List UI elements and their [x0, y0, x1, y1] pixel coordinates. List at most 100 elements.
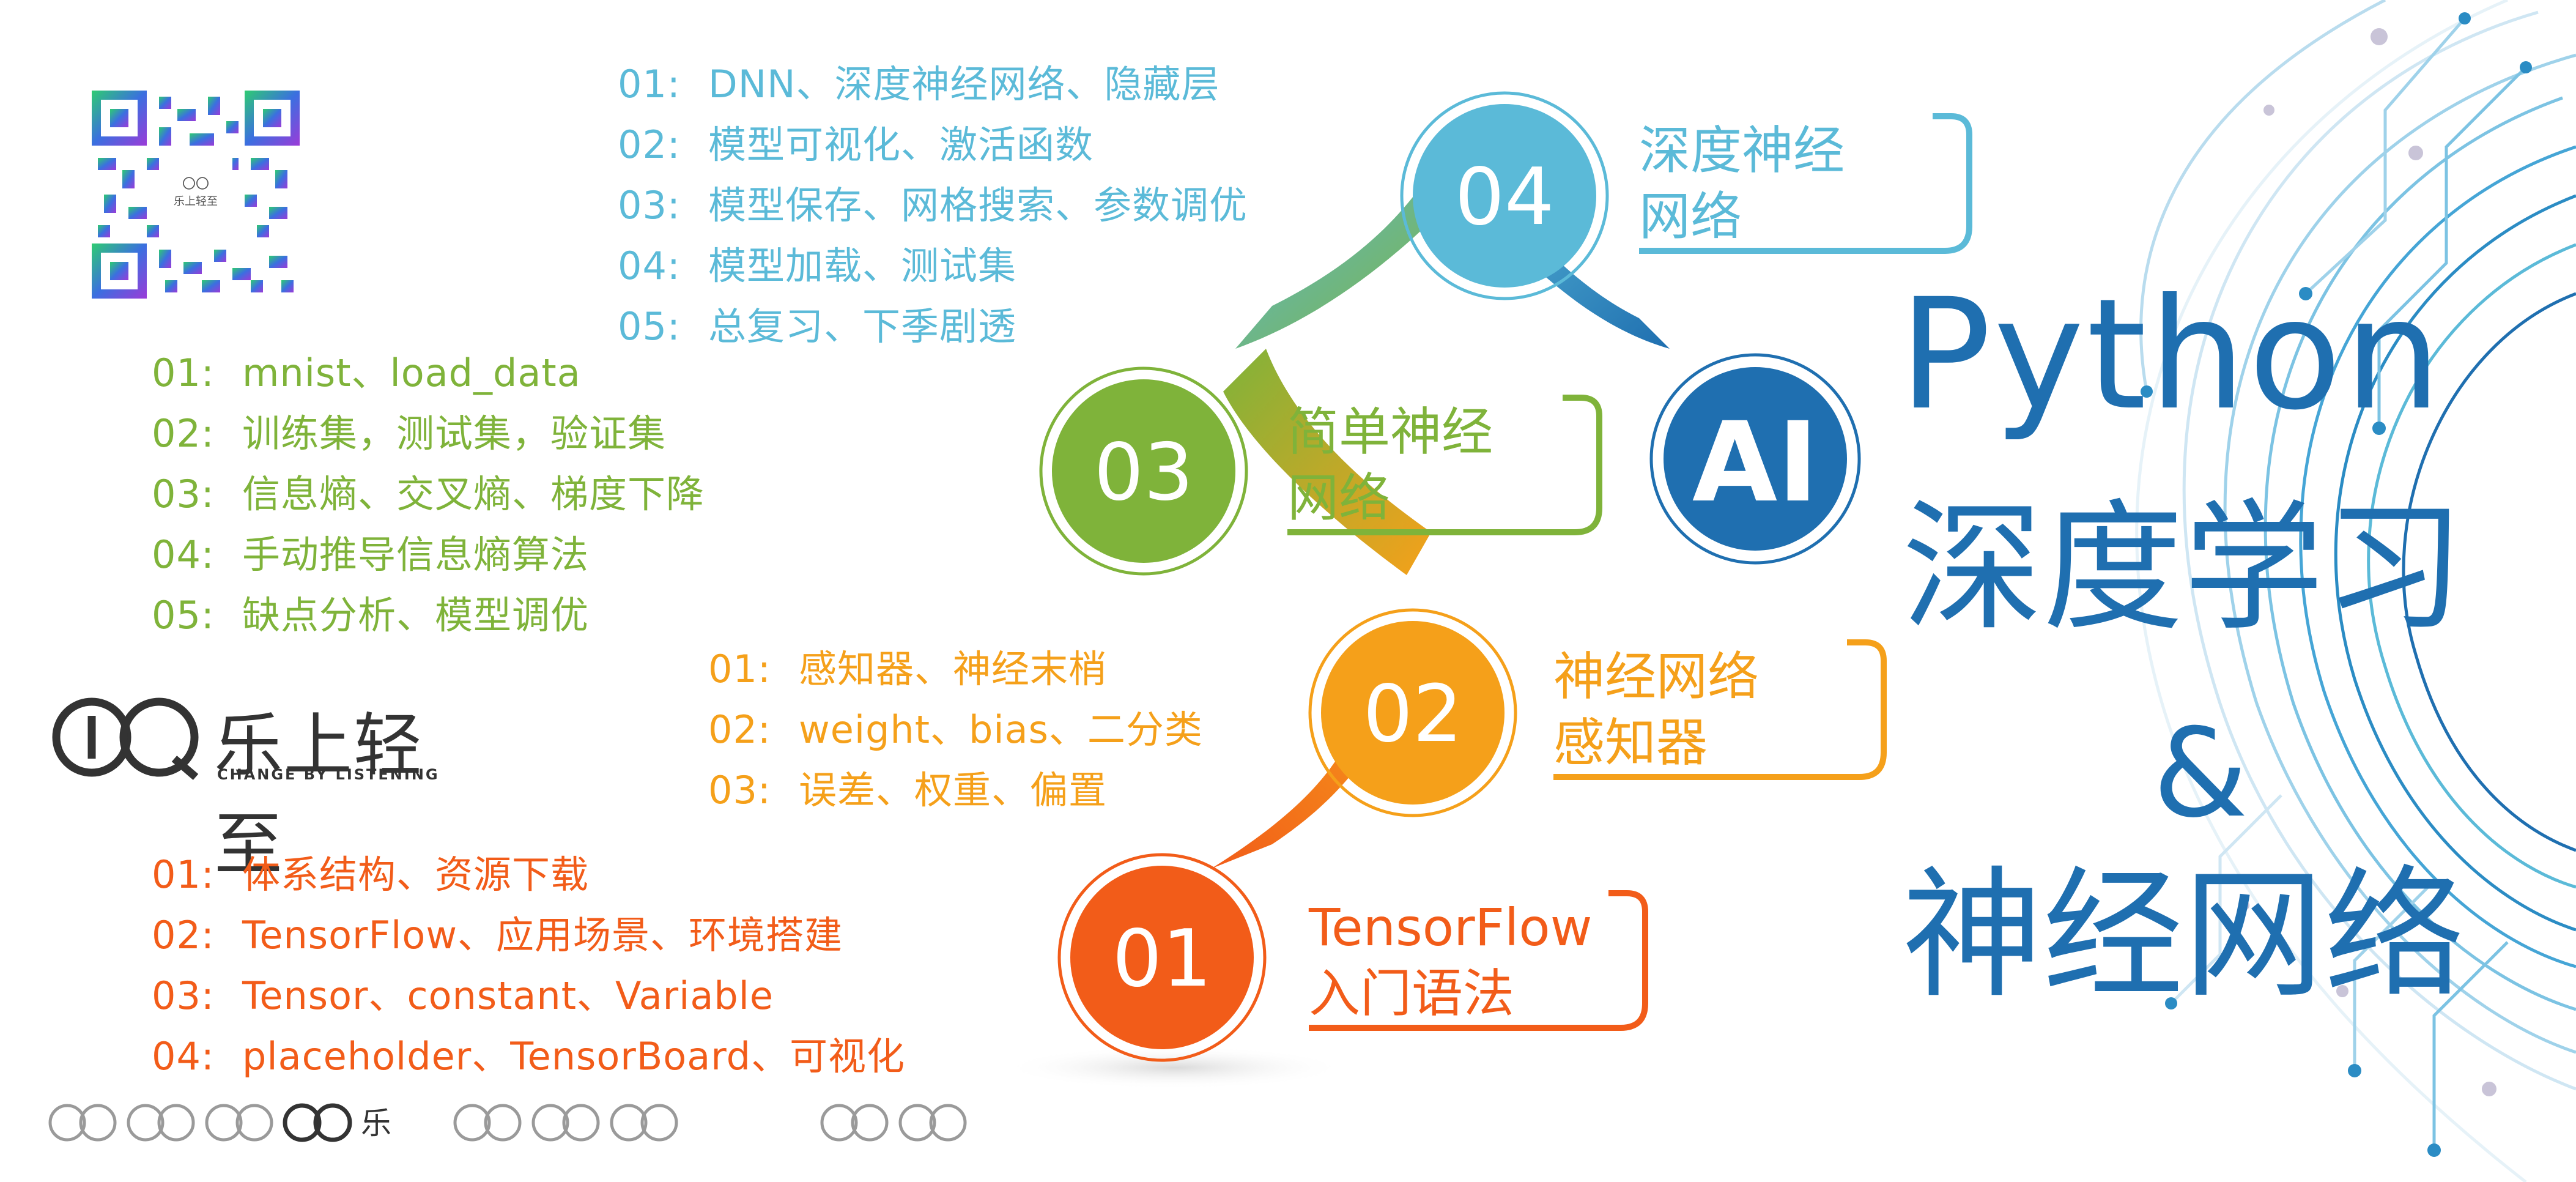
item-number: 02: — [152, 913, 215, 957]
brand-tagline: CHANGE BY LISTENING — [217, 766, 440, 783]
item-text: 感知器、神经末梢 — [799, 647, 1108, 691]
item-text: 体系结构、资源下载 — [242, 852, 590, 897]
item-number: 05: — [618, 304, 681, 349]
node-02-line1: 神经网络 — [1553, 647, 1760, 707]
item-text: 训练集，测试集，验证集 — [242, 411, 667, 456]
item-text: mnist、load_data — [242, 351, 581, 395]
item-number: 01: — [618, 62, 681, 106]
item-number: 03: — [152, 472, 215, 516]
list-item: 01: 感知器、神经末梢 — [708, 639, 1203, 699]
section-02-list: 01: 感知器、神经末梢 02: weight、bias、二分类 03: 误差、权重、… — [708, 639, 1203, 820]
title-neural-network: 神经网络 — [1902, 854, 2465, 1017]
node-04-number: 04 — [1454, 152, 1555, 243]
item-text: TensorFlow、应用场景、环境搭建 — [242, 913, 843, 957]
ai-node: AI — [1645, 349, 1865, 569]
svg-text:乐: 乐 — [361, 1106, 391, 1141]
item-text: 模型可视化、激活函数 — [708, 122, 1094, 167]
node-03-bracket — [1287, 395, 1602, 535]
node-03-number: 03 — [1094, 427, 1194, 518]
node-02-bracket — [1553, 639, 1887, 780]
item-number: 03: — [708, 768, 771, 812]
list-item: 04: placeholder、TensorBoard、可视化 — [152, 1026, 905, 1087]
item-number: 01: — [708, 647, 771, 691]
list-item: 02:模型可视化、激活函数 — [618, 114, 1248, 175]
title-ampersand: & — [2153, 702, 2248, 845]
item-number: 03: — [618, 183, 681, 228]
node-01-label: TensorFlow 入门语法 — [1290, 887, 1657, 1034]
item-number: 02: — [152, 411, 215, 456]
qr-center-text: 乐上轻至 — [174, 195, 218, 208]
node-04-line2: 网络 — [1639, 187, 1742, 247]
item-text: Tensor、constant、Variable — [242, 973, 774, 1018]
list-item: 02: weight、bias、二分类 — [708, 699, 1203, 760]
node-01-line2: 入门语法 — [1309, 964, 1515, 1024]
title-deep-learning: 深度学习 — [1902, 487, 2465, 650]
item-number: 01: — [152, 351, 215, 395]
node-01-number: 01 — [1112, 913, 1212, 1005]
node-01: 01 — [1052, 847, 1272, 1068]
node-04-ring — [1400, 91, 1609, 300]
title-python: Python — [1899, 266, 2444, 444]
qr-code-image — [92, 91, 300, 299]
node-03-line1: 简单神经 — [1287, 402, 1493, 462]
node-04-bracket — [1639, 113, 1972, 254]
node-02-number: 02 — [1363, 669, 1463, 760]
list-item: 01: 体系结构、资源下载 — [152, 844, 905, 905]
node-04-line1: 深度神经 — [1639, 121, 1845, 180]
item-number: 04: — [618, 243, 681, 288]
node-04: 04 — [1394, 86, 1615, 306]
ai-node-text: AI — [1692, 399, 1819, 527]
node-02-ring — [1308, 608, 1517, 817]
list-item: 03: 误差、权重、偏置 — [708, 760, 1203, 820]
brand-name: 乐上轻至 — [214, 706, 423, 885]
brand-logo: 乐上轻至 CHANGE BY LISTENING — [49, 685, 477, 885]
list-item: 05: 总复习、下季剧透 — [618, 296, 1248, 357]
node-01-ring — [1057, 853, 1267, 1062]
node-02: 02 — [1303, 603, 1523, 823]
node-03-label: 简单神经 网络 — [1269, 392, 1612, 538]
list-item: 02: TensorFlow、应用场景、环境搭建 — [152, 905, 905, 965]
node-03-line2: 网络 — [1287, 468, 1391, 528]
list-item: 05: 缺点分析、模型调优 — [152, 585, 705, 645]
qr-code: 〇〇 乐上轻至 — [92, 91, 300, 299]
list-item: 03: 信息熵、交叉熵、梯度下降 — [152, 464, 705, 524]
ring-decoration: 乐 — [48, 1103, 967, 1142]
node-02-line2: 感知器 — [1553, 713, 1708, 773]
node-01-bracket — [1309, 890, 1648, 1031]
item-number: 01: — [152, 852, 215, 897]
list-item: 01: DNN、深度神经网络、隐藏层 — [618, 54, 1248, 114]
node-03: 03 — [1034, 361, 1254, 581]
list-item: 02: 训练集，测试集，验证集 — [152, 403, 705, 464]
node-03-ring — [1039, 366, 1248, 576]
item-number: 04: — [152, 532, 215, 577]
node-01-line1: TensorFlow — [1309, 898, 1593, 957]
list-item: 04: 模型加载、测试集 — [618, 236, 1248, 296]
circuit-background — [2135, 0, 2576, 1182]
item-text: 信息熵、交叉熵、梯度下降 — [242, 472, 705, 516]
node-04-label: 深度神经 网络 — [1621, 110, 1982, 257]
list-item: 03: 模型保存、网格搜索、参数调优 — [618, 175, 1248, 236]
list-item: 03: Tensor、constant、Variable — [152, 965, 905, 1026]
brand-mark-icon — [52, 697, 199, 780]
section-04-list: 01: DNN、深度神经网络、隐藏层 02:模型可视化、激活函数 03: 模型保存、… — [618, 54, 1248, 357]
item-number: 04: — [152, 1034, 215, 1079]
item-number: 05: — [152, 593, 215, 637]
item-number: 03: — [152, 973, 215, 1018]
item-text: weight、bias、二分类 — [799, 707, 1203, 752]
item-text: placeholder、TensorBoard、可视化 — [242, 1034, 905, 1079]
item-text: 总复习、下季剧透 — [708, 304, 1017, 349]
item-text: 误差、权重、偏置 — [799, 768, 1108, 812]
list-item: 01: mnist、load_data — [152, 343, 705, 403]
item-text: DNN、深度神经网络、隐藏层 — [708, 62, 1220, 106]
ai-node-ring — [1649, 353, 1861, 565]
section-03-list: 01: mnist、load_data 02: 训练集，测试集，验证集 03: 信息熵… — [152, 343, 705, 645]
qr-center-logo: 〇〇 乐上轻至 — [162, 161, 229, 228]
item-text: 手动推导信息熵算法 — [242, 532, 590, 577]
node-02-label: 神经网络 感知器 — [1535, 636, 1896, 783]
item-text: 模型加载、测试集 — [708, 243, 1017, 288]
item-text: 模型保存、网格搜索、参数调优 — [708, 183, 1248, 228]
item-number: 02: — [708, 707, 771, 752]
section-01-list: 01: 体系结构、资源下载 02: TensorFlow、应用场景、环境搭建 03:… — [152, 844, 905, 1087]
list-item: 04: 手动推导信息熵算法 — [152, 524, 705, 585]
item-text: 缺点分析、模型调优 — [242, 593, 590, 637]
